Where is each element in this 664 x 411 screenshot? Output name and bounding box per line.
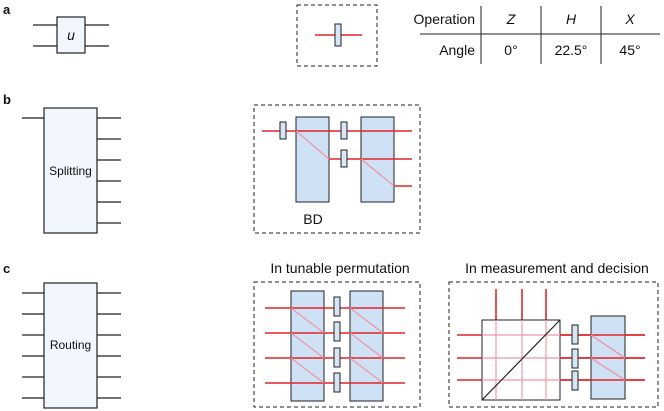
permutation-optics — [253, 281, 421, 408]
gate-u: u — [33, 16, 109, 54]
waveplate-icon — [571, 370, 579, 391]
panel-label-b: b — [3, 92, 11, 107]
waveplate-icon — [279, 121, 287, 140]
table-cell-x-angle: 45° — [619, 42, 640, 58]
splitting-block: Splitting — [22, 107, 121, 234]
panel-label-a: a — [3, 2, 11, 17]
routing-block: Routing — [22, 282, 121, 409]
table-header-z: Z — [506, 11, 516, 27]
table-header-h: H — [566, 11, 577, 27]
table-cell-h-angle: 22.5° — [555, 42, 588, 58]
waveplate-icon — [333, 347, 341, 368]
splitting-optics: BD — [253, 104, 421, 234]
table-row-angle: Angle — [439, 42, 475, 58]
angle-table: Operation Z H X Angle 0° 22.5° 45° — [414, 6, 660, 64]
waveplate-icon — [571, 324, 579, 345]
routing-label: Routing — [50, 338, 91, 352]
table-header-operation: Operation — [414, 11, 475, 27]
table-header-x: X — [624, 11, 635, 27]
measurement-optics — [448, 281, 659, 408]
waveplate-icon — [340, 149, 348, 168]
beam-displacer-1 — [295, 116, 330, 203]
waveplate-icon — [334, 23, 342, 47]
waveplate-icon — [571, 348, 579, 369]
panel-label-c: c — [3, 261, 10, 276]
waveplate-icon — [333, 372, 341, 393]
waveplate-icon — [333, 321, 341, 342]
waveplate-icon — [340, 121, 348, 140]
table-cell-z-angle: 0° — [504, 42, 517, 58]
waveplate-inset — [296, 4, 378, 67]
caption-measurement: In measurement and decision — [465, 260, 649, 276]
waveplate-icon — [333, 296, 341, 317]
splitting-label: Splitting — [49, 164, 92, 178]
caption-permutation: In tunable permutation — [270, 260, 409, 276]
bd-label: BD — [303, 211, 322, 227]
gate-u-label: u — [67, 27, 75, 43]
